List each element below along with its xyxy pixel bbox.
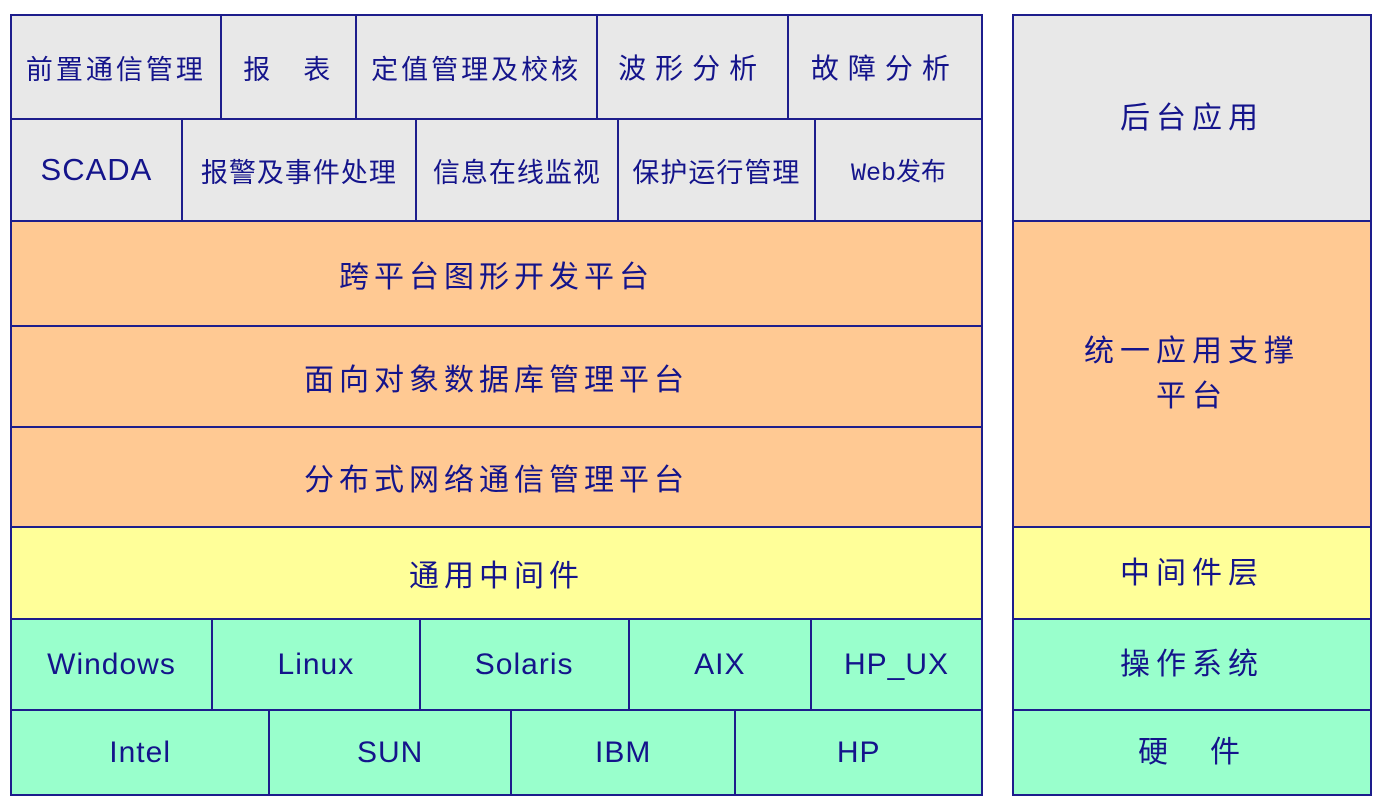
cell-waveform-analysis: 波形分析 — [597, 16, 789, 120]
app-row-1: 前置通信管理 报 表 定值管理及校核 波形分析 故障分析 — [12, 16, 983, 120]
cell-report: 报 表 — [221, 16, 357, 120]
block-unified-app-support-platform: 统一应用支撑 平台 — [1014, 222, 1372, 528]
cell-ibm: IBM — [512, 711, 737, 796]
cell-scada: SCADA — [12, 120, 183, 222]
cell-hp-ux: HP_UX — [812, 620, 983, 711]
os-row: Windows Linux Solaris AIX HP_UX — [12, 620, 983, 711]
cell-windows: Windows — [12, 620, 213, 711]
cell-general-middleware: 通用中间件 — [12, 528, 983, 620]
cell-web-publish: Web发布 — [815, 120, 983, 222]
right-layer-legend: 后台应用 统一应用支撑 平台 中间件层 操作系统 硬 件 — [1012, 14, 1372, 796]
cell-hp: HP — [736, 711, 983, 796]
block-backend-application: 后台应用 — [1014, 16, 1372, 222]
cell-object-oriented-database-platform: 面向对象数据库管理平台 — [12, 327, 983, 428]
cell-linux: Linux — [212, 620, 421, 711]
app-row-2: SCADA 报警及事件处理 信息在线监视 保护运行管理 Web发布 — [12, 120, 983, 222]
cell-aix: AIX — [629, 620, 813, 711]
cell-fault-analysis: 故障分析 — [788, 16, 983, 120]
cell-solaris: Solaris — [420, 620, 630, 711]
platform-row-oo-database: 面向对象数据库管理平台 — [12, 327, 983, 428]
hardware-row: Intel SUN IBM HP — [12, 711, 983, 796]
cell-alarm-event-processing: 报警及事件处理 — [182, 120, 417, 222]
cell-sun: SUN — [270, 711, 513, 796]
block-operating-system: 操作系统 — [1014, 620, 1372, 711]
middleware-row: 通用中间件 — [12, 528, 983, 620]
cell-intel: Intel — [12, 711, 271, 796]
cell-distributed-network-comm-platform: 分布式网络通信管理平台 — [12, 428, 983, 528]
block-middleware-layer: 中间件层 — [1014, 528, 1372, 620]
cell-cross-platform-graphics-platform: 跨平台图形开发平台 — [12, 222, 983, 327]
block-hardware: 硬 件 — [1014, 711, 1372, 796]
left-layer-stack: 前置通信管理 报 表 定值管理及校核 波形分析 故障分析 SCADA 报警及事件… — [10, 14, 983, 796]
cell-setting-mgmt-check: 定值管理及校核 — [356, 16, 598, 120]
cell-info-online-monitoring: 信息在线监视 — [416, 120, 619, 222]
cell-front-comm-mgmt: 前置通信管理 — [12, 16, 222, 120]
platform-row-cross-gui: 跨平台图形开发平台 — [12, 222, 983, 327]
cell-protection-operation-mgmt: 保护运行管理 — [618, 120, 816, 222]
platform-row-distributed-network: 分布式网络通信管理平台 — [12, 428, 983, 528]
